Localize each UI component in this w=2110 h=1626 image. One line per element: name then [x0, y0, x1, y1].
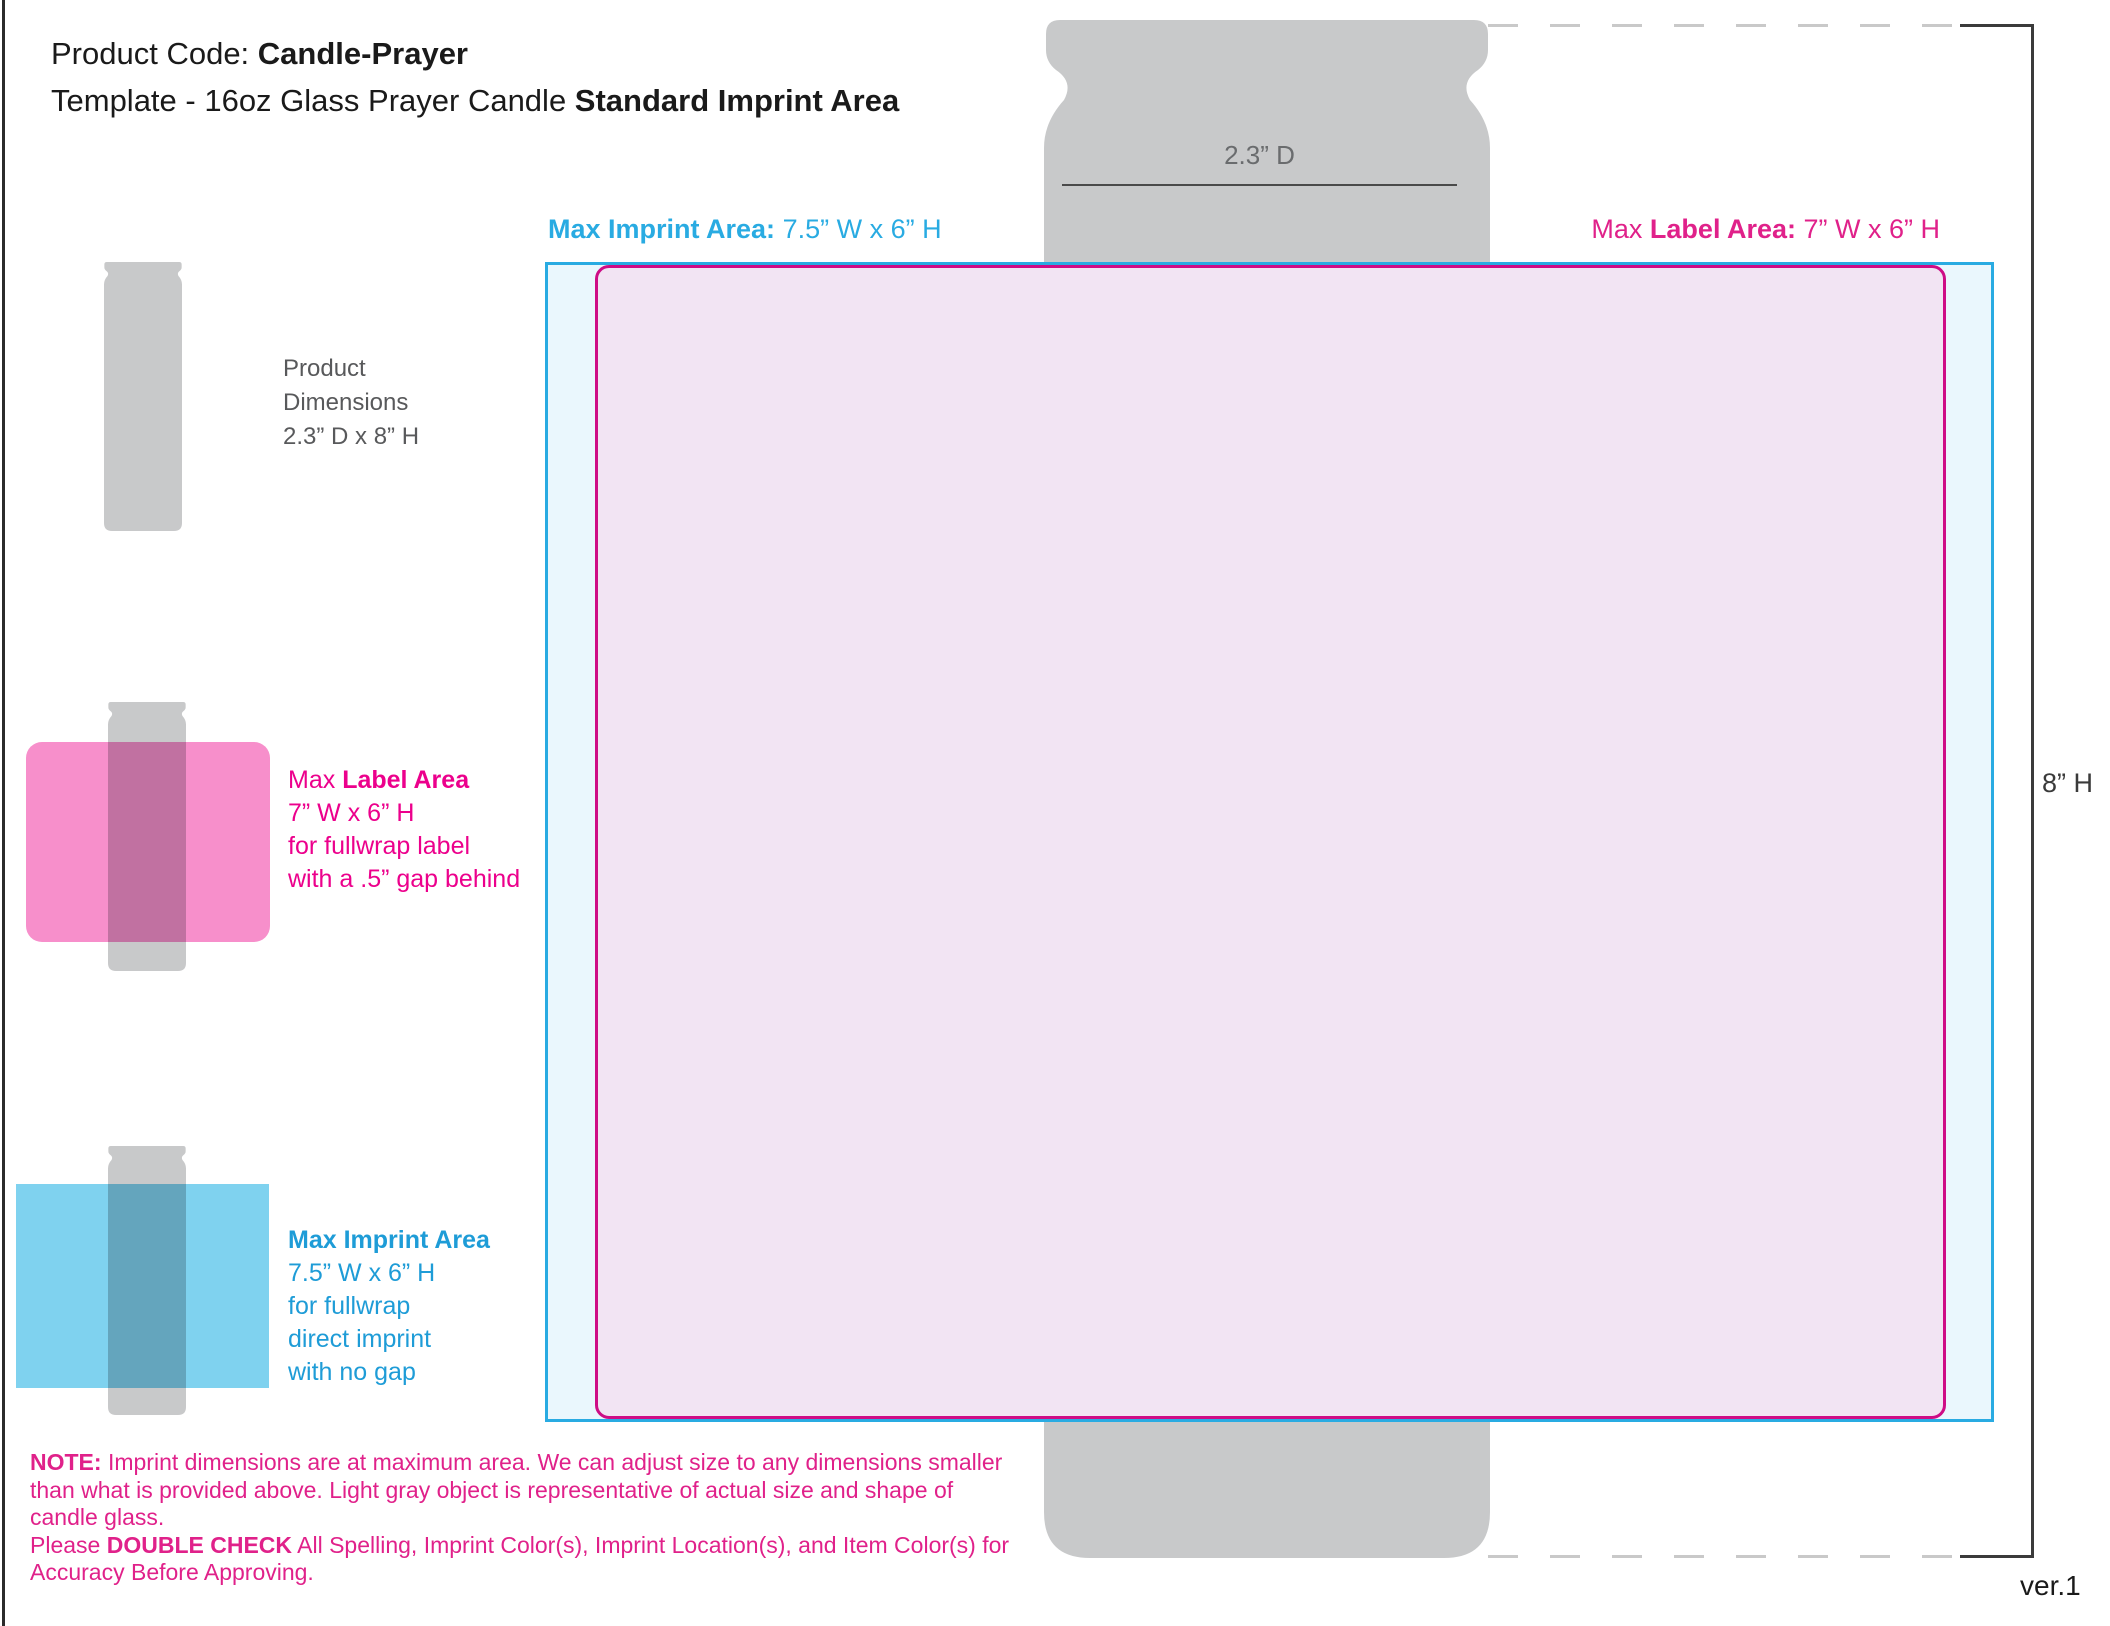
label-area-legend-line1: Max Label Area [288, 764, 520, 797]
page-title: Product Code: Candle-Prayer Template - 1… [51, 30, 899, 124]
product-dimensions-text: Product Dimensions 2.3” D x 8” H [283, 352, 419, 454]
max-imprint-area-caption-value: 7.5” W x 6” H [775, 214, 942, 244]
template-boundary-bottom-corner [1960, 1555, 2034, 1558]
note-line3: candle glass. [30, 1504, 165, 1530]
label-area-legend-line1-prefix: Max [288, 766, 343, 794]
height-dimension-line [2031, 24, 2034, 1558]
imprint-area-legend-line4: direct imprint [288, 1325, 432, 1353]
product-dimensions-line1: Product [283, 355, 366, 382]
note-line5: Accuracy Before Approving. [30, 1559, 314, 1585]
label-area-swatch [26, 742, 270, 942]
imprint-area-legend-line2: 7.5” W x 6” H [288, 1259, 436, 1287]
page-left-border [2, 0, 5, 1626]
label-area-legend-text: Max Label Area 7” W x 6” H for fullwrap … [288, 764, 520, 896]
max-label-area-rect [595, 265, 1946, 1419]
template-boundary-top-dashed [1488, 24, 1960, 27]
note-line1-rest: Imprint dimensions are at maximum area. … [101, 1449, 1003, 1475]
product-code-line: Product Code: Candle-Prayer [51, 30, 899, 77]
template-boundary-top-corner [1960, 24, 2034, 27]
note-line4-rest: All Spelling, Imprint Color(s), Imprint … [292, 1531, 1010, 1558]
max-label-area-caption-bold: Label Area: [1649, 214, 1796, 244]
template-name-line: Template - 16oz Glass Prayer Candle Stan… [51, 77, 899, 124]
product-dimensions-line2: Dimensions [283, 389, 409, 416]
note-line4: Please DOUBLE CHECK All Spelling, Imprin… [30, 1532, 1009, 1560]
label-area-legend-line1-bold: Label Area [342, 766, 470, 794]
max-imprint-area-caption: Max Imprint Area: 7.5” W x 6” H [548, 214, 942, 245]
product-dimensions-line3: 2.3” D x 8” H [283, 423, 420, 450]
note-line4-bold: DOUBLE CHECK [106, 1531, 292, 1558]
imprint-area-legend-line1: Max Imprint Area [288, 1224, 490, 1257]
max-label-area-fill [598, 268, 1943, 1416]
imprint-area-legend-text: Max Imprint Area 7.5” W x 6” H for fullw… [288, 1224, 490, 1389]
diameter-dimension-line [1062, 184, 1457, 186]
note-line1: NOTE: Imprint dimensions are at maximum … [30, 1449, 1009, 1477]
candle-glass-small-product [104, 262, 182, 531]
max-imprint-area-caption-bold: Max Imprint Area: [548, 214, 776, 244]
note-line1-bold: NOTE: [30, 1449, 102, 1475]
imprint-area-legend-line1-bold: Max Imprint Area [288, 1226, 490, 1254]
diameter-dimension-label: 2.3” D [1224, 140, 1295, 170]
imprint-area-legend-line5: with no gap [288, 1358, 416, 1386]
label-area-legend-line4: with a .5” gap behind [288, 865, 521, 893]
label-area-legend-line3: for fullwrap label [288, 832, 471, 860]
version-label: ver.1 [2020, 1570, 2081, 1601]
max-label-area-caption: Max Label Area: 7” W x 6” H [1340, 214, 1940, 245]
note-line4-prefix: Please [30, 1531, 107, 1558]
product-code-value: Candle-Prayer [257, 36, 469, 71]
imprint-area-legend-line3: for fullwrap [288, 1292, 411, 1320]
template-name-bold: Standard Imprint Area [574, 83, 900, 118]
template-name-label: Template - 16oz Glass Prayer Candle [51, 83, 575, 118]
max-label-area-caption-value: 7” W x 6” H [1795, 214, 1940, 244]
max-label-area-caption-prefix: Max [1591, 214, 1650, 244]
note-text: NOTE: Imprint dimensions are at maximum … [30, 1449, 1009, 1587]
template-boundary-bottom-dashed [1488, 1555, 1960, 1558]
label-area-legend-line2: 7” W x 6” H [288, 799, 415, 827]
product-code-label: Product Code: [51, 36, 258, 71]
height-dimension-label: 8” H [2042, 768, 2094, 798]
imprint-area-swatch [16, 1184, 269, 1388]
note-line2: than what is provided above. Light gray … [30, 1476, 954, 1503]
